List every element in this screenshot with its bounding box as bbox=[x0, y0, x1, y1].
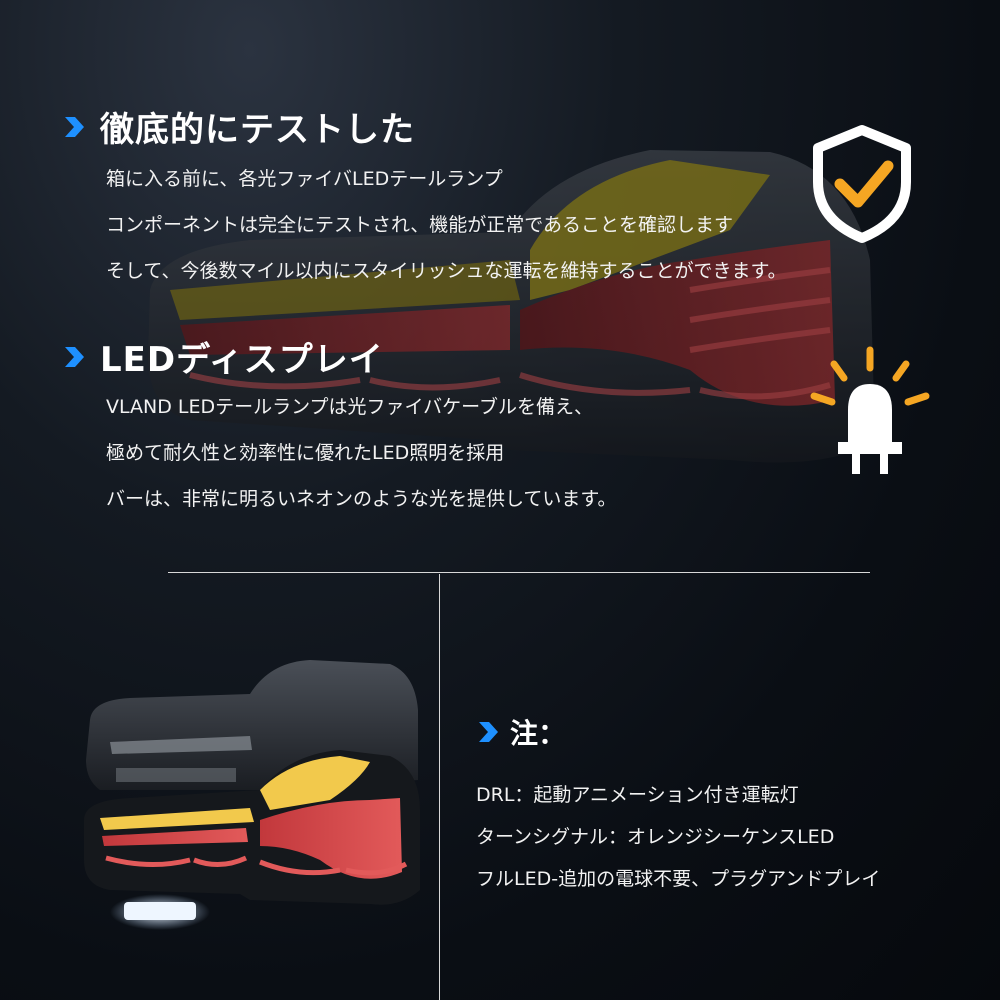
section-tested-body: 箱に入る前に、各光ファイバLEDテールランプ コンポーネントは完全にテストされ、… bbox=[106, 156, 787, 294]
chevron-right-icon bbox=[479, 722, 498, 742]
section-display-body: VLAND LEDテールランプは光ファイバケーブルを備え、 極めて耐久性と効率性… bbox=[106, 384, 617, 522]
section-tested-title: 徹底的にテストした bbox=[100, 110, 415, 150]
vertical-divider bbox=[439, 574, 440, 1000]
section-display-line: バーは、非常に明るいネオンのような光を提供しています。 bbox=[106, 488, 617, 510]
note-item: ターンシグナル：オレンジシーケンスLED bbox=[476, 826, 835, 848]
section-tested-heading: 徹底的にテストした bbox=[62, 102, 415, 151]
section-display-line: 極めて耐久性と効率性に優れたLED照明を採用 bbox=[106, 442, 505, 464]
taillight-product-image bbox=[84, 660, 420, 930]
section-tested-line: 箱に入る前に、各光ファイバLEDテールランプ bbox=[106, 168, 503, 190]
notes-title: 注： bbox=[510, 717, 567, 750]
note-item: DRL：起動アニメーション付き運転灯 bbox=[476, 784, 799, 806]
light-bulb-icon bbox=[810, 346, 930, 474]
hero-taillight-image bbox=[148, 150, 875, 463]
shield-check-icon bbox=[813, 125, 911, 243]
chevron-right-icon bbox=[65, 116, 84, 137]
chevron-right-icon bbox=[65, 346, 84, 367]
section-display-line: VLAND LEDテールランプは光ファイバケーブルを備え、 bbox=[106, 396, 594, 418]
section-display-title: LEDディスプレイ bbox=[100, 340, 384, 380]
notes-heading: 注： bbox=[476, 712, 566, 752]
section-display-heading: LEDディスプレイ bbox=[62, 332, 384, 381]
horizontal-divider bbox=[168, 572, 870, 573]
section-tested-line: そして、今後数マイル以内にスタイリッシュな運転を維持することができます。 bbox=[106, 260, 787, 282]
section-tested-line: コンポーネントは完全にテストされ、機能が正常であることを確認します bbox=[106, 214, 734, 236]
note-item: フルLED-追加の電球不要、プラグアンドプレイ bbox=[476, 868, 881, 890]
